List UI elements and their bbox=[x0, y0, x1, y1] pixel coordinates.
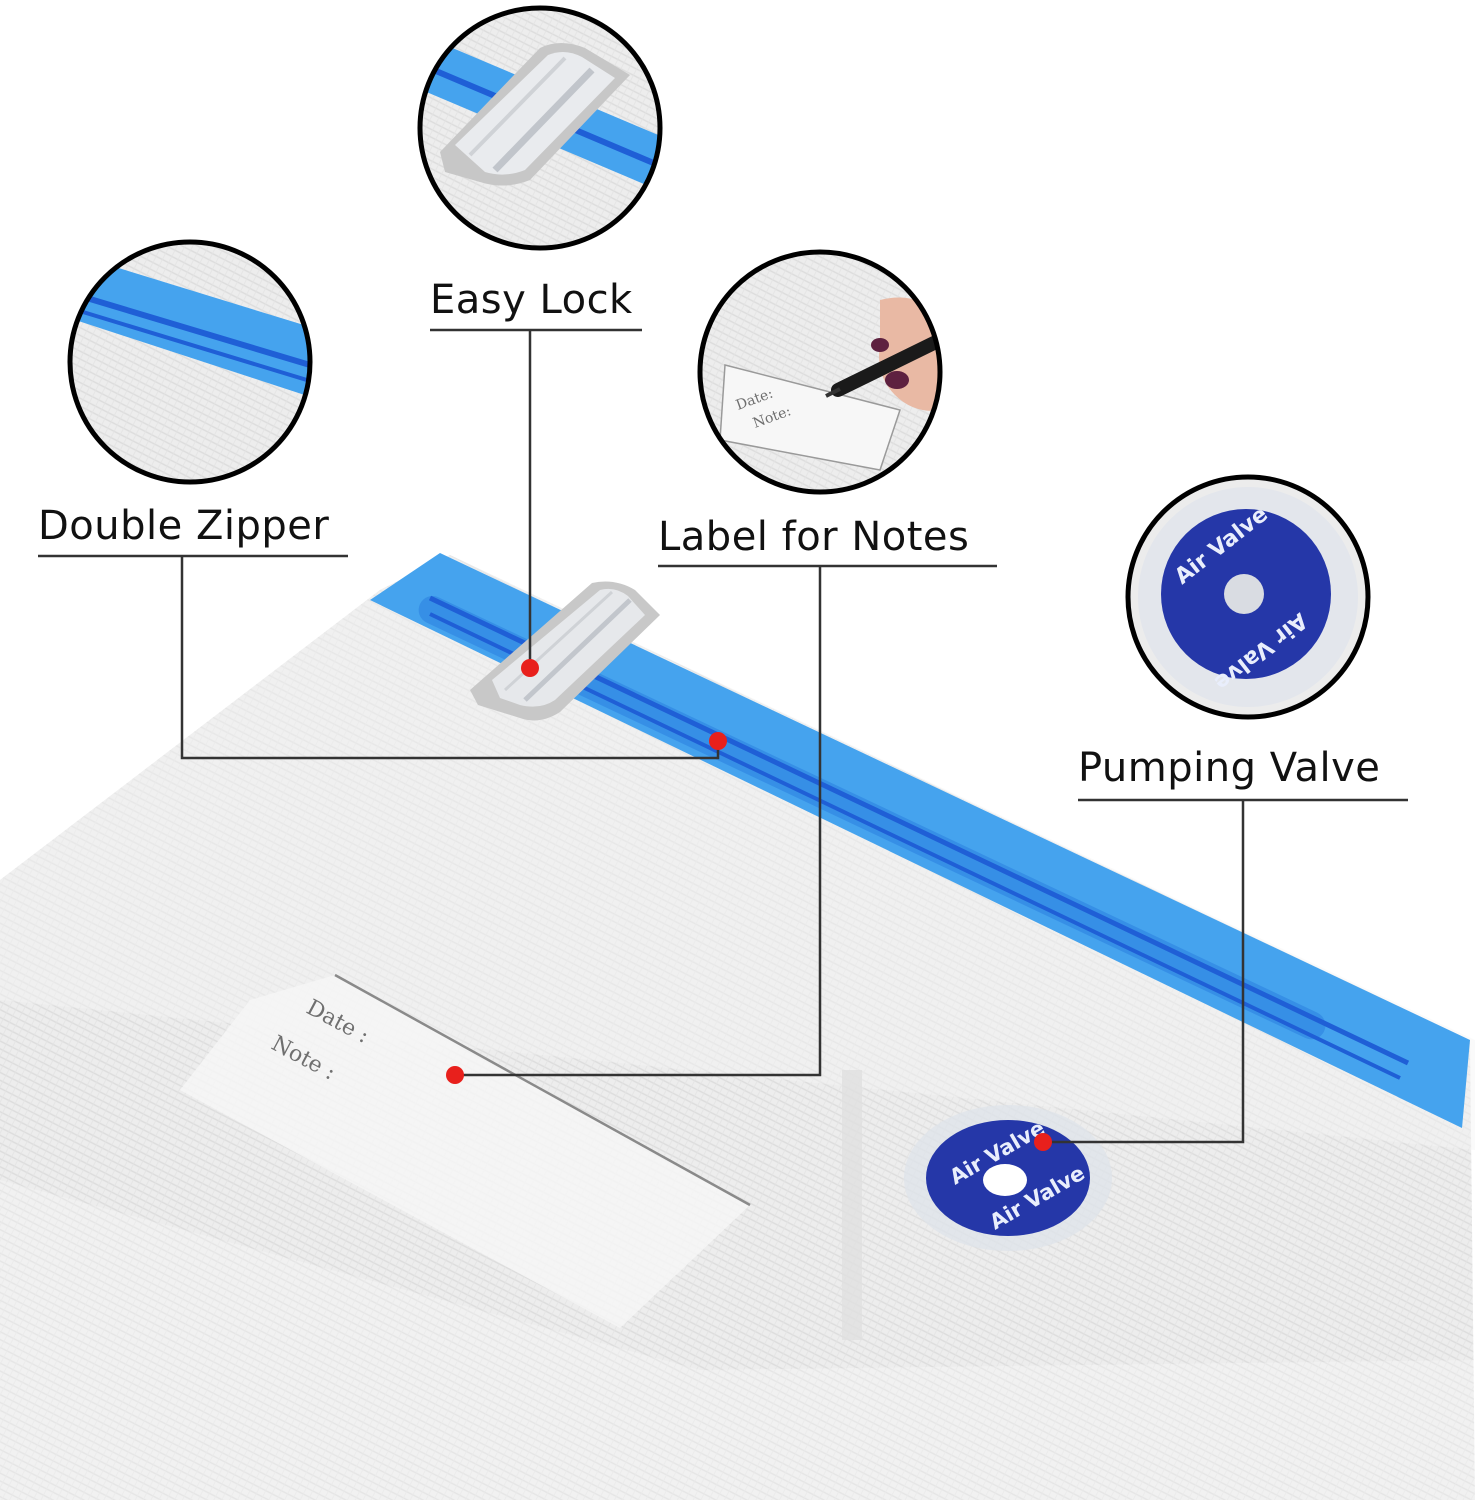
marker-zipper bbox=[709, 732, 727, 750]
pumping-valve-label: Pumping Valve bbox=[1078, 745, 1381, 791]
markers bbox=[446, 659, 1052, 1151]
note-label: Date : Note : bbox=[180, 973, 751, 1328]
leader-pumping-valve bbox=[1043, 800, 1245, 1144]
marker-label bbox=[446, 1066, 464, 1084]
label-for-notes-label: Label for Notes bbox=[658, 514, 970, 560]
seal-strip bbox=[842, 1070, 862, 1340]
lock-clip-zoom-icon bbox=[417, 5, 663, 251]
easy-lock-label: Easy Lock bbox=[430, 277, 633, 323]
zipper-zoom-icon bbox=[67, 239, 313, 485]
double-zipper-label: Double Zipper bbox=[38, 503, 330, 549]
label-zoom-icon: Date: Note: bbox=[697, 249, 943, 495]
marker-lock bbox=[521, 659, 539, 677]
label-underlines bbox=[38, 328, 1408, 802]
valve-zoom-icon: Air Valve Air Valve bbox=[1125, 474, 1371, 720]
air-valve: Air Valve Air Valve bbox=[904, 1105, 1112, 1251]
lock-clip bbox=[470, 581, 660, 721]
marker-valve bbox=[1034, 1133, 1052, 1151]
leader-label-for-notes bbox=[455, 566, 822, 1077]
